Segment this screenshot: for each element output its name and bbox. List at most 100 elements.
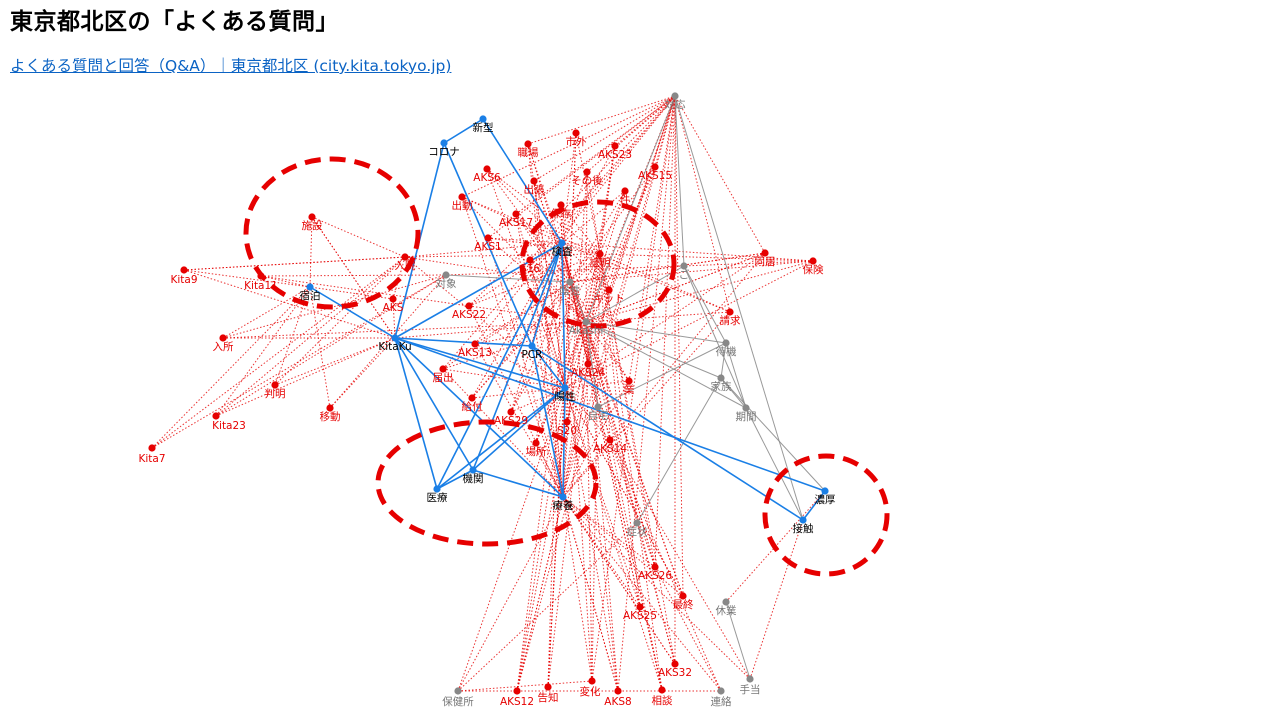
- node-kita11: Kita11: [244, 272, 278, 292]
- node-label: ご: [679, 268, 690, 281]
- node-label: 新型: [473, 121, 494, 134]
- node-aks13: AKS13: [458, 340, 492, 359]
- red-edge: [533, 95, 676, 182]
- node-label: Kita11: [244, 280, 278, 292]
- red-edge: [569, 281, 619, 692]
- red-edge: [561, 242, 601, 255]
- node-aks16: S16: [520, 256, 540, 275]
- node-dot: [717, 687, 725, 695]
- node-pcr: PCR: [522, 342, 542, 361]
- node-idou: 移動: [320, 404, 341, 423]
- gray-edge: [683, 265, 727, 344]
- red-edge: [535, 242, 563, 444]
- node-dot: [458, 193, 466, 201]
- source-link[interactable]: よくある質問と回答（Q&A）｜東京都北区 (city.kita.tokyo.jp…: [10, 57, 452, 75]
- node-aks3: AKS: [383, 295, 404, 314]
- red-edge: [654, 566, 722, 692]
- node-dot: [442, 271, 450, 279]
- red-edge: [461, 196, 563, 244]
- node-dot: [621, 187, 629, 195]
- node-label: 自宅: [588, 409, 609, 422]
- red-edge: [516, 95, 676, 692]
- node-dot: [308, 213, 316, 221]
- red-edge: [749, 519, 804, 680]
- nodes-layer: 新型コロナ宿泊KitaKu検査PCR陽性医療機関療養濃厚接触対応対象陰性Akas…: [138, 92, 836, 708]
- node-dot: [559, 493, 567, 501]
- node-label: 業: [624, 383, 635, 396]
- red-edge: [533, 180, 564, 498]
- red-edge: [609, 439, 751, 680]
- node-dot: [507, 408, 515, 416]
- node-aks22: AKS22: [452, 302, 486, 321]
- node-label: Kita7: [138, 453, 165, 465]
- red-edge: [515, 213, 571, 283]
- red-edge: [394, 321, 587, 339]
- node-label: 療養: [553, 499, 574, 512]
- node-dot: [479, 115, 487, 123]
- red-edge: [564, 190, 626, 389]
- node-dot: [566, 278, 574, 286]
- node-aks12: AKS12: [500, 687, 534, 708]
- highlight-circle-2: [519, 199, 677, 329]
- gray-edge: [585, 321, 599, 408]
- node-shokuba: 職場: [518, 140, 539, 159]
- node-label: AKS25: [623, 610, 657, 622]
- red-edge: [461, 95, 676, 198]
- blue-edge: [436, 242, 563, 490]
- node-dot: [524, 140, 532, 148]
- node-label: AKS15: [638, 170, 672, 182]
- red-edge: [564, 380, 630, 389]
- red-edge: [151, 286, 311, 449]
- node-label: 施設: [302, 219, 323, 232]
- blue-edge: [436, 387, 566, 490]
- red-edge: [474, 343, 566, 389]
- node-label: 職場: [518, 146, 539, 159]
- node-kikan: 機関: [463, 466, 484, 485]
- node-label: 保健所: [442, 695, 474, 708]
- red-edge: [562, 166, 656, 498]
- node-dot: [680, 262, 688, 270]
- red-edge: [311, 216, 396, 339]
- node-label: その後: [571, 174, 603, 187]
- blue-edge: [394, 337, 533, 347]
- red-edge: [516, 281, 571, 692]
- blue-edge: [394, 337, 826, 492]
- node-label: Kita23: [212, 420, 246, 432]
- red-edge: [585, 260, 814, 323]
- red-edge: [274, 256, 406, 386]
- gray-edge: [720, 342, 727, 379]
- red-edge: [215, 337, 396, 417]
- node-dot: [512, 210, 520, 218]
- node-dot: [722, 339, 730, 347]
- node-kita7: Kita7: [138, 444, 166, 465]
- red-edge: [585, 311, 731, 323]
- red-edge: [527, 143, 566, 389]
- red-edge: [562, 496, 641, 608]
- node-go: ご: [679, 262, 690, 281]
- red-edge: [562, 496, 593, 682]
- node-dot: [454, 687, 462, 695]
- node-renraku: 連絡: [711, 687, 732, 708]
- red-edge: [215, 286, 311, 417]
- node-label: 機関: [463, 472, 484, 485]
- node-dot: [742, 404, 750, 412]
- node-dot: [821, 487, 829, 495]
- red-edge: [468, 95, 676, 307]
- node-hanmei: 判明: [265, 381, 286, 400]
- red-edge: [564, 387, 684, 597]
- red-edge: [561, 242, 611, 441]
- red-edge: [215, 256, 406, 417]
- node-label: 請求: [720, 314, 741, 327]
- node-dot: [722, 598, 730, 606]
- red-edge: [585, 321, 684, 597]
- node-kazoku: 家族: [711, 374, 732, 393]
- red-edge: [614, 95, 676, 147]
- node-label: 休業: [716, 604, 737, 617]
- node-kitaku: KitaKu: [378, 334, 412, 353]
- node-label: 最終: [673, 598, 694, 611]
- red-edge: [547, 242, 563, 688]
- blue-edge: [394, 242, 563, 339]
- highlight-circle-3: [375, 419, 599, 547]
- node-label: 件: [620, 194, 631, 206]
